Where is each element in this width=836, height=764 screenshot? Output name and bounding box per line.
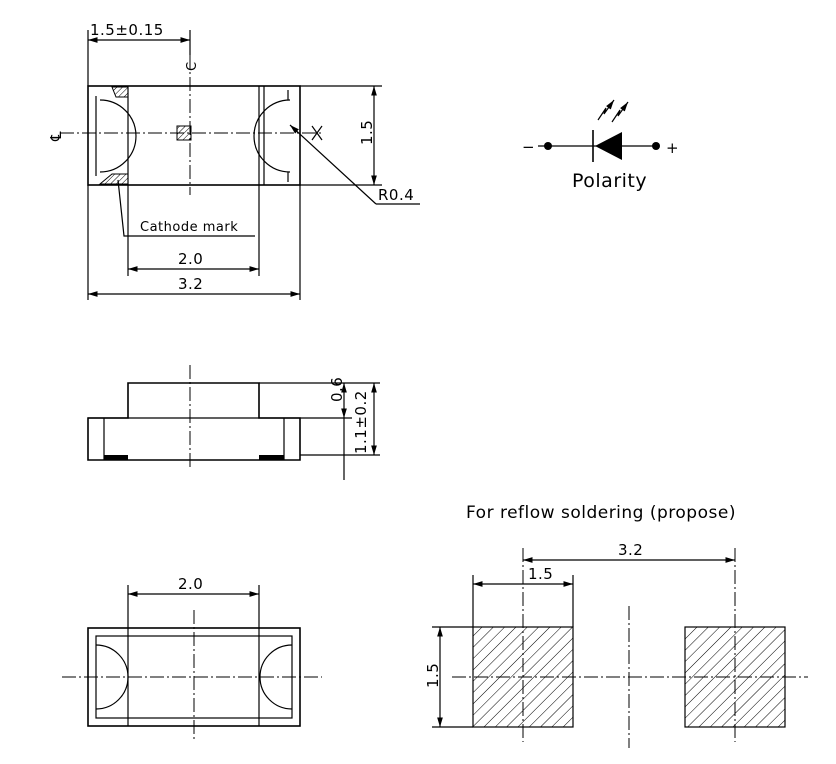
- polarity-symbol: − + Polarity: [522, 99, 679, 192]
- cathode-hatch-bottom: [98, 173, 129, 185]
- dim-pad-height-label: 1.5: [424, 663, 442, 688]
- side-pad-left: [104, 455, 128, 460]
- dim-top-width-label: 1.5±0.15: [90, 21, 164, 39]
- reflow-pattern: For reflow soldering (propose) 3.2 1.5 1…: [424, 503, 808, 748]
- dim-side-total-label: 1.1±0.2: [352, 390, 370, 454]
- radius-center-x2: [311, 125, 323, 141]
- dim-pad-width-label: 1.5: [528, 565, 553, 583]
- cathode-hatch-top: [111, 86, 129, 98]
- top-body-outline: [87, 85, 301, 186]
- polarity-minus: −: [522, 138, 535, 156]
- reflow-title: For reflow soldering (propose): [466, 503, 736, 523]
- light-arrow-1: [597, 99, 615, 121]
- cathode-mark-leader: [117, 179, 255, 237]
- dim-side-dome-label: 0.6: [328, 377, 346, 402]
- polarity-plus: +: [666, 139, 679, 157]
- right-notch-arc: [253, 99, 291, 173]
- top-view: C ℄ 1.5±0.15 1.5 R0.4 Cathode mark 2.0 3…: [47, 21, 420, 300]
- dim-bottom-label: 2.0: [178, 575, 203, 593]
- side-pad-right: [259, 455, 284, 460]
- diode-terminal-right: [652, 142, 660, 150]
- diode-triangle: [595, 132, 622, 160]
- radius-leader: [289, 124, 377, 205]
- dim-inner-label: 2.0: [178, 250, 203, 268]
- diode-terminal-left: [544, 142, 552, 150]
- light-arrow-2: [611, 101, 629, 123]
- centerline-symbol: ℄: [47, 131, 65, 142]
- side-body-outline: [87, 382, 301, 461]
- dim-pad-pitch-label: 3.2: [618, 541, 643, 559]
- dim-height-label: 1.5: [358, 120, 376, 145]
- radius-label: R0.4: [378, 186, 414, 204]
- polarity-title: Polarity: [572, 170, 647, 192]
- cathode-mark-label: Cathode mark: [140, 220, 238, 235]
- side-view: 0.6 1.1±0.2: [87, 365, 380, 480]
- bottom-view: 2.0: [62, 575, 322, 742]
- left-notch-arc: [99, 99, 137, 173]
- top-center-mark: C: [185, 61, 200, 71]
- dim-outer-label: 3.2: [178, 275, 203, 293]
